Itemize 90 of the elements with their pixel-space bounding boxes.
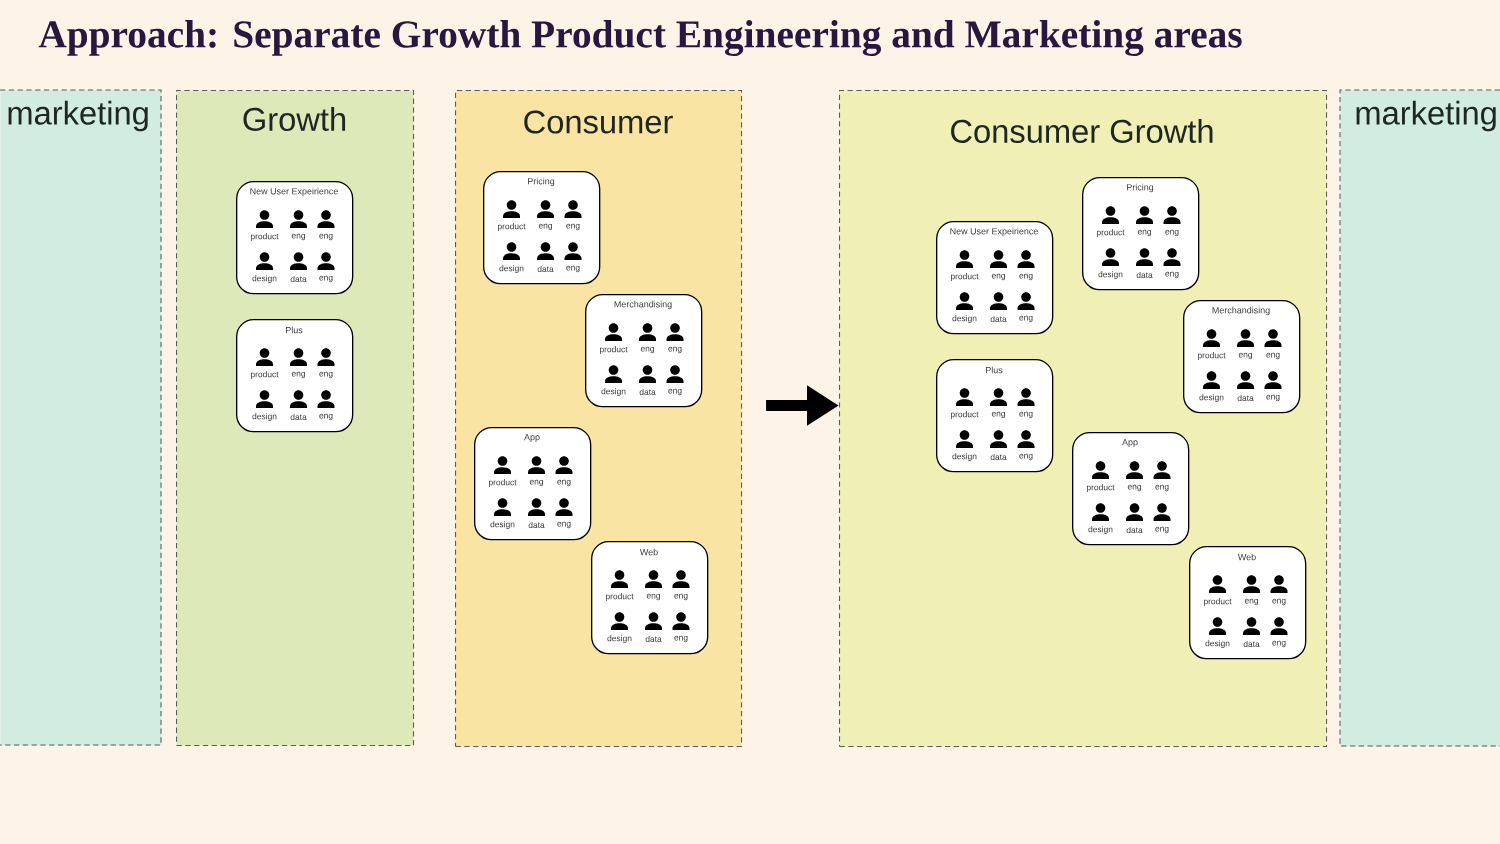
role-label: design [1199, 394, 1224, 402]
role-label: eng [1127, 484, 1141, 492]
role-label: eng [991, 411, 1005, 419]
role-label: eng [668, 346, 682, 354]
role-label: design [1205, 640, 1230, 648]
role-label: eng [319, 413, 333, 421]
role-label: eng [1019, 453, 1033, 461]
role-label: data [990, 453, 1007, 461]
role-label: product [606, 593, 634, 601]
role-label: data [1136, 271, 1153, 279]
card-title: New User Expeirience [950, 227, 1038, 237]
panel-title: Growth [243, 107, 346, 131]
card-title: Plus [986, 366, 1003, 374]
role-label: eng [319, 233, 333, 241]
role-label: eng [291, 371, 305, 379]
role-label: product [1198, 352, 1226, 360]
role-label: data [1237, 394, 1254, 402]
role-label: eng [668, 388, 682, 396]
role-label: eng [291, 233, 305, 241]
role-label: eng [1272, 640, 1286, 648]
role-label: data [528, 521, 545, 529]
role-label: design [499, 265, 524, 273]
role-label: eng [640, 346, 654, 354]
role-label: product [1097, 229, 1125, 237]
role-label: data [290, 413, 307, 421]
role-label: eng [319, 371, 333, 379]
role-label: eng [1272, 598, 1286, 606]
role-label: eng [1137, 229, 1151, 237]
role-label: product [600, 346, 628, 354]
panel-title: marketing [1356, 100, 1496, 132]
panel-title: Consumer [524, 110, 673, 134]
role-label: design [607, 635, 632, 643]
role-label: eng [1155, 484, 1169, 492]
card-title: Pricing [1127, 183, 1154, 193]
role-label: design [490, 521, 515, 529]
role-label: eng [557, 521, 571, 529]
role-label: eng [1244, 598, 1258, 606]
card-title: Web [639, 548, 658, 556]
role-label: design [1098, 271, 1123, 279]
role-label: product [251, 233, 279, 241]
role-label: eng [566, 223, 580, 231]
panel-title: marketing [8, 100, 148, 132]
card-title: Merchandising [614, 300, 672, 310]
role-label: data [290, 275, 307, 283]
role-label: design [1088, 526, 1113, 534]
role-label: product [1204, 598, 1232, 606]
role-label: eng [557, 479, 571, 487]
title: Approach: Separate Growth Product Engineering and Marketing areas [38, 20, 1242, 56]
role-label: eng [646, 593, 660, 601]
card-title: App [524, 434, 540, 442]
card-title: Plus [286, 326, 303, 334]
role-label: product [951, 411, 979, 419]
role-label: eng [991, 273, 1005, 281]
role-label: product [251, 371, 279, 379]
panel-title: Consumer Growth [951, 119, 1213, 143]
role-label: data [645, 635, 662, 643]
card-title: Web [1237, 553, 1256, 561]
role-label: eng [1155, 526, 1169, 534]
role-label: eng [1019, 273, 1033, 281]
role-label: eng [1266, 394, 1280, 402]
role-label: product [489, 479, 517, 487]
card-title: Merchandising [1212, 306, 1270, 316]
role-label: eng [538, 223, 552, 231]
role-label: eng [1266, 352, 1280, 360]
role-label: data [537, 265, 554, 273]
role-label: eng [1165, 229, 1179, 237]
card-title: New User Expeirience [250, 187, 338, 197]
role-label: eng [319, 275, 333, 283]
role-label: eng [1019, 315, 1033, 323]
role-label: product [951, 273, 979, 281]
role-label: eng [1165, 271, 1179, 279]
role-label: data [1126, 526, 1143, 534]
role-label: data [990, 315, 1007, 323]
role-label: data [1243, 640, 1260, 648]
role-label: eng [674, 635, 688, 643]
role-label: design [252, 275, 277, 283]
role-label: eng [566, 265, 580, 273]
role-label: eng [674, 593, 688, 601]
role-label: design [252, 413, 277, 421]
role-label: design [601, 388, 626, 396]
role-label: design [952, 315, 977, 323]
role-label: eng [1019, 411, 1033, 419]
role-label: data [639, 388, 656, 396]
card-title: App [1122, 439, 1138, 447]
role-label: product [498, 223, 526, 231]
role-label: eng [1238, 352, 1252, 360]
role-label: product [1087, 484, 1115, 492]
role-label: eng [529, 479, 543, 487]
card-title: Pricing [528, 177, 555, 187]
role-label: design [952, 453, 977, 461]
